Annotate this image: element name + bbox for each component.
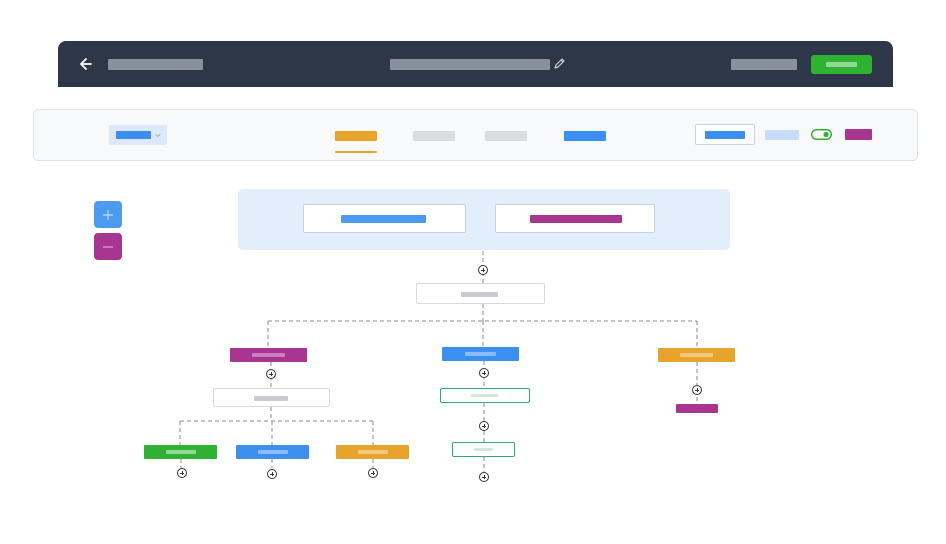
step-node-outlined-green[interactable] (440, 388, 530, 403)
plus-circle-icon[interactable] (368, 468, 378, 478)
light-button[interactable] (765, 130, 799, 140)
plus-circle-icon[interactable] (479, 472, 489, 482)
purple-action-button[interactable] (845, 129, 872, 140)
plus-icon (102, 209, 114, 221)
plus-circle-icon[interactable] (267, 469, 277, 479)
leaf-node-orange[interactable] (336, 445, 409, 459)
secondary-action-placeholder[interactable] (731, 59, 797, 70)
pencil-icon[interactable] (553, 57, 566, 70)
trigger-card-1[interactable] (303, 204, 466, 233)
plus-circle-icon[interactable] (479, 421, 489, 431)
plus-circle-icon[interactable] (177, 468, 187, 478)
plus-circle-icon[interactable] (479, 368, 489, 378)
step-node-outlined-green-2[interactable] (452, 442, 515, 457)
step-node[interactable] (213, 388, 330, 407)
tab-3[interactable] (485, 131, 527, 141)
flow-title-placeholder (390, 59, 550, 70)
publish-button[interactable] (811, 55, 872, 74)
tab-4[interactable] (564, 131, 606, 141)
branch-node-purple[interactable] (230, 348, 307, 362)
view-select[interactable] (109, 125, 167, 145)
branch-node-blue[interactable] (442, 347, 519, 361)
plus-circle-icon[interactable] (478, 265, 488, 275)
zoom-in-button[interactable] (94, 201, 122, 228)
trigger-card-2[interactable] (495, 204, 655, 233)
leaf-node-purple[interactable] (676, 404, 718, 413)
plus-circle-icon[interactable] (266, 369, 276, 379)
outlined-button[interactable] (695, 124, 755, 145)
breadcrumb-placeholder[interactable] (108, 59, 203, 70)
toolbar (33, 109, 918, 161)
toggle-switch-icon[interactable] (811, 129, 832, 140)
plus-circle-icon[interactable] (692, 385, 702, 395)
leaf-node-green[interactable] (144, 445, 217, 459)
tab-active[interactable] (335, 131, 377, 153)
zoom-out-button[interactable] (94, 233, 122, 260)
leaf-node-blue[interactable] (236, 445, 309, 459)
root-node[interactable] (416, 283, 545, 304)
back-arrow-icon[interactable] (78, 56, 94, 72)
trigger-panel (238, 189, 730, 250)
chevron-down-icon (154, 131, 162, 139)
tab-2[interactable] (413, 131, 455, 141)
app-header (58, 41, 893, 87)
minus-icon (102, 241, 114, 253)
branch-node-orange[interactable] (658, 348, 735, 362)
